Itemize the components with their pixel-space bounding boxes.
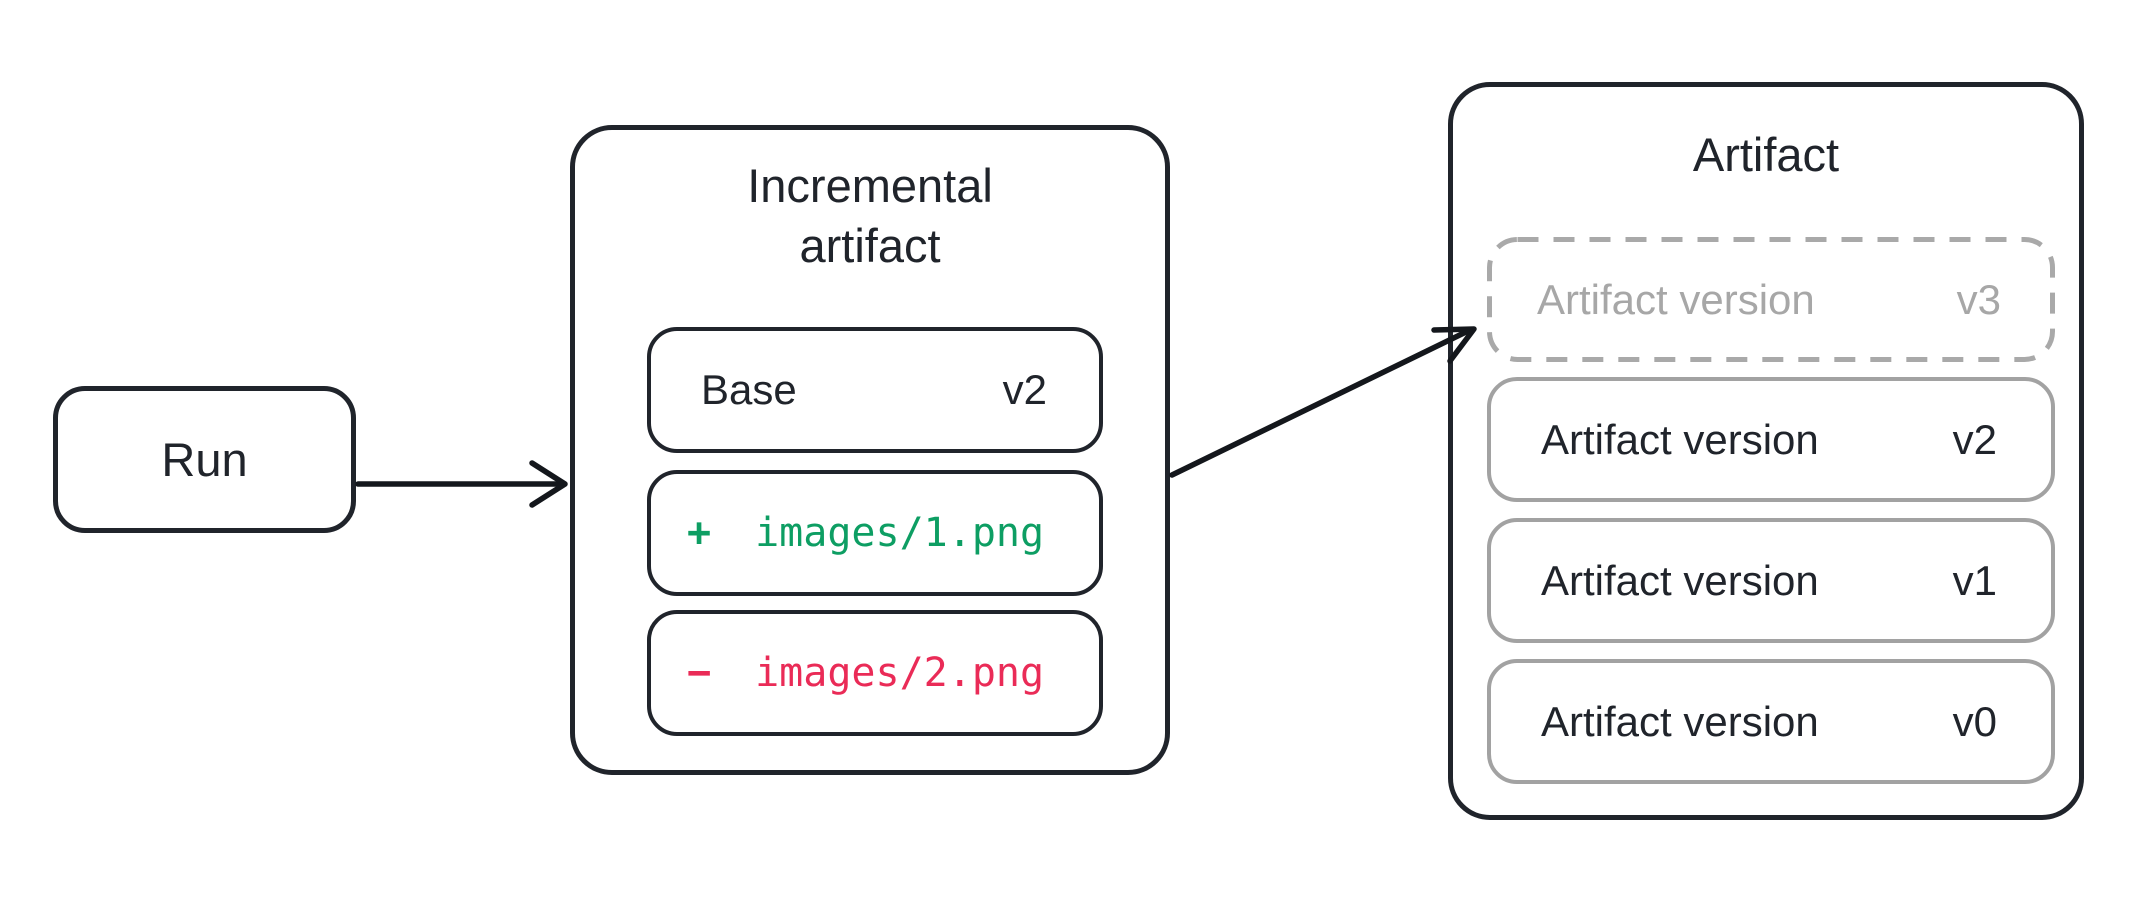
- arrow-incremental-to-artifact-version: [1169, 326, 1477, 478]
- artifact-title: Artifact: [1692, 128, 1840, 181]
- incremental-title-line1: Incremental: [747, 159, 993, 212]
- removed-file-path: images/2.png: [755, 650, 1045, 696]
- removed-file-box: − images/2.png: [647, 610, 1103, 736]
- run-node: Run: [53, 386, 356, 533]
- artifact-version-number: v2: [1952, 415, 1997, 463]
- artifact-version-box-v3-pending: Artifact version v3: [1487, 237, 2055, 362]
- minus-icon: −: [687, 650, 712, 696]
- artifact-version-box-v1: Artifact version v1: [1487, 518, 2055, 643]
- artifact-version-number: v1: [1952, 556, 1997, 604]
- incremental-artifact-node: Incremental artifact Base v2 + images/1.…: [570, 125, 1170, 775]
- added-file-path: images/1.png: [755, 510, 1045, 556]
- artifact-version-box-v0: Artifact version v0: [1487, 659, 2055, 784]
- artifact-version-label: Artifact version: [1541, 415, 1819, 463]
- base-version-box: Base v2: [647, 327, 1103, 453]
- arrow-run-to-incremental: [355, 460, 568, 508]
- artifact-version-number: v0: [1952, 697, 1997, 745]
- incremental-title-line2: artifact: [799, 218, 941, 272]
- base-label: Base: [701, 366, 797, 413]
- incremental-artifact-title: Incremental artifact: [575, 156, 1165, 275]
- run-label: Run: [161, 433, 248, 486]
- artifact-version-label: Artifact version: [1541, 697, 1819, 745]
- added-file-box: + images/1.png: [647, 470, 1103, 596]
- plus-icon: +: [687, 510, 712, 556]
- artifact-version-label: Artifact version: [1537, 275, 1815, 323]
- artifact-version-label: Artifact version: [1541, 556, 1819, 604]
- artifact-node: Artifact Artifact version v3 Artifact ve…: [1448, 82, 2084, 820]
- artifact-version-box-v2: Artifact version v2: [1487, 377, 2055, 502]
- artifact-version-number: v3: [1956, 275, 2001, 323]
- base-version: v2: [1002, 366, 1047, 413]
